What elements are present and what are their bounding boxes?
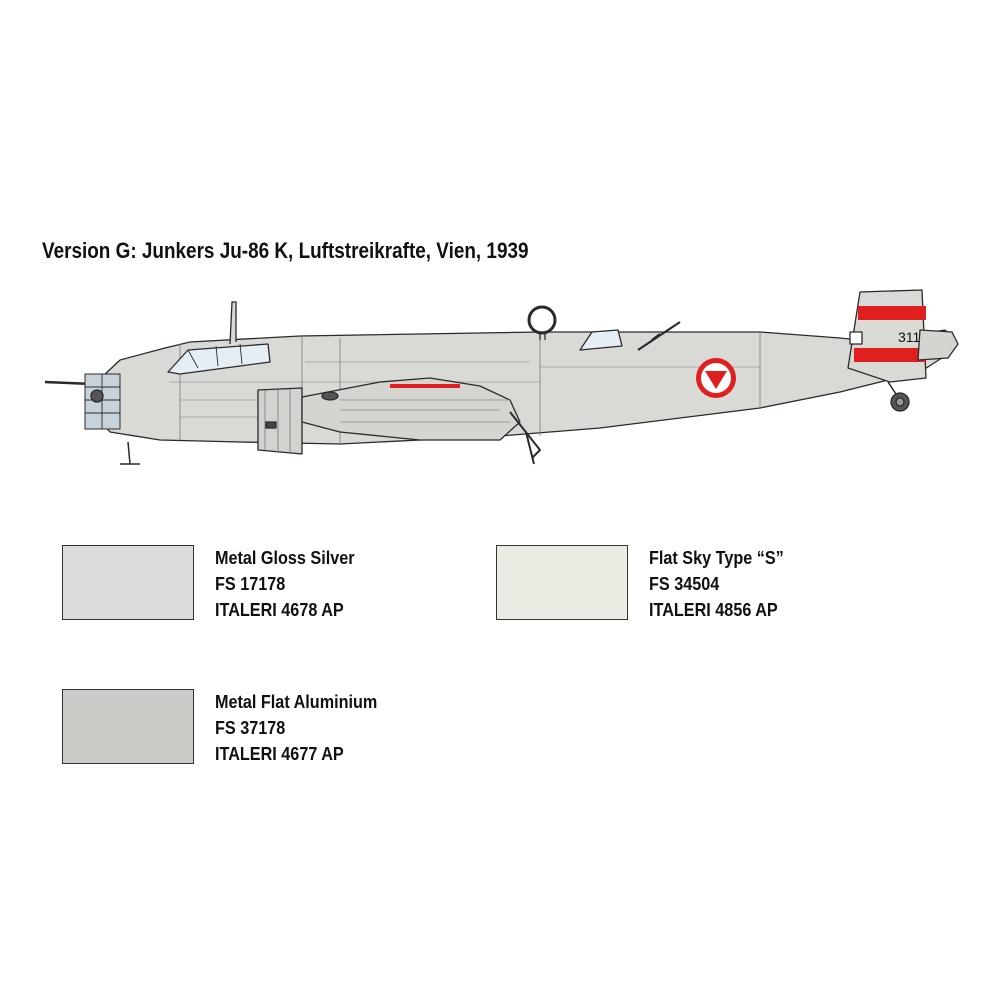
dorsal-gun	[637, 321, 681, 351]
paint-info-metal-gloss-silver: Metal Gloss Silver FS 17178 ITALERI 4678…	[215, 545, 355, 623]
paint-name: Metal Gloss Silver	[215, 548, 355, 568]
paint-name: Metal Flat Aluminium	[215, 692, 378, 712]
tail-stripe-bottom	[854, 348, 926, 362]
aircraft-profile-illustration: 311	[44, 289, 959, 465]
paint-italeri-code: ITALERI 4856 AP	[649, 600, 778, 620]
paint-fs-code: FS 34504	[649, 574, 720, 594]
paint-info-metal-flat-aluminium: Metal Flat Aluminium FS 37178 ITALERI 46…	[215, 689, 377, 767]
engine-nacelle	[257, 387, 303, 455]
antenna-mast	[229, 301, 237, 345]
paint-name: Flat Sky Type “S”	[649, 548, 784, 568]
paint-italeri-code: ITALERI 4677 AP	[215, 744, 344, 764]
version-title: Version G: Junkers Ju-86 K, Luftstreikra…	[42, 238, 529, 263]
direction-finder-loop	[527, 305, 557, 335]
tail-stripe-top	[858, 306, 926, 320]
dorsal-canopy	[579, 329, 623, 351]
swatch-flat-sky-type-s	[496, 545, 628, 620]
swatch-metal-gloss-silver	[62, 545, 194, 620]
wing	[301, 377, 521, 441]
paint-fs-code: FS 37178	[215, 718, 286, 738]
tail-number: 311	[898, 329, 921, 345]
paint-fs-code: FS 17178	[215, 574, 286, 594]
tailplane	[917, 329, 959, 361]
paint-italeri-code: ITALERI 4678 AP	[215, 600, 344, 620]
paint-info-flat-sky-type-s: Flat Sky Type “S” FS 34504 ITALERI 4856 …	[649, 545, 784, 623]
main-gear	[509, 411, 541, 465]
nose-gun	[44, 380, 93, 386]
swatch-metal-flat-aluminium	[62, 689, 194, 764]
